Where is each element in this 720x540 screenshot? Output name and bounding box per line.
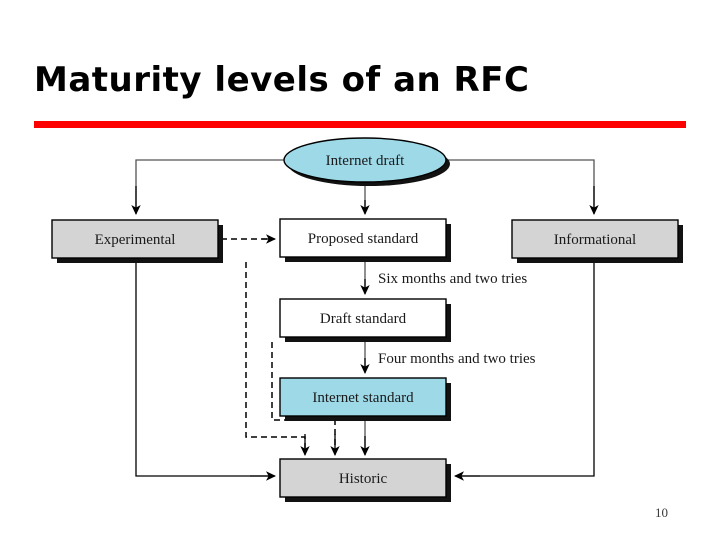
edge-internet-draft-to-experimental xyxy=(131,159,284,215)
node-label-proposed-standard: Proposed standard xyxy=(308,231,419,247)
node-informational[interactable]: Informational xyxy=(511,219,683,263)
edge-proposed-standard-to-historic xyxy=(245,262,310,456)
node-label-historic: Historic xyxy=(339,471,388,487)
node-internet-draft[interactable]: Internet draft xyxy=(283,137,450,186)
edge-experimental-to-historic xyxy=(135,261,276,481)
node-experimental[interactable]: Experimental xyxy=(51,219,223,263)
node-internet-standard[interactable]: Internet standard xyxy=(279,377,451,421)
node-label-internet-standard: Internet standard xyxy=(312,390,414,406)
node-label-experimental: Experimental xyxy=(95,232,176,248)
node-proposed-standard[interactable]: Proposed standard xyxy=(279,218,451,262)
node-label-internet-draft: Internet draft xyxy=(326,153,406,169)
edge-informational-to-historic xyxy=(454,261,595,481)
node-label-informational: Informational xyxy=(554,232,636,248)
edge-internet-draft-to-informational xyxy=(446,159,599,215)
title-underline-rule xyxy=(34,121,686,128)
page-title: Maturity levels of an RFC xyxy=(34,60,530,100)
edge-draft-standard-to-historic xyxy=(271,342,340,456)
edge-label-four-months: Four months and two tries xyxy=(378,351,536,367)
page-number: 10 xyxy=(655,505,668,520)
edge-label-six-months: Six months and two tries xyxy=(378,271,527,287)
node-historic[interactable]: Historic xyxy=(279,458,451,502)
node-draft-standard[interactable]: Draft standard xyxy=(279,298,451,342)
node-label-draft-standard: Draft standard xyxy=(320,311,407,327)
